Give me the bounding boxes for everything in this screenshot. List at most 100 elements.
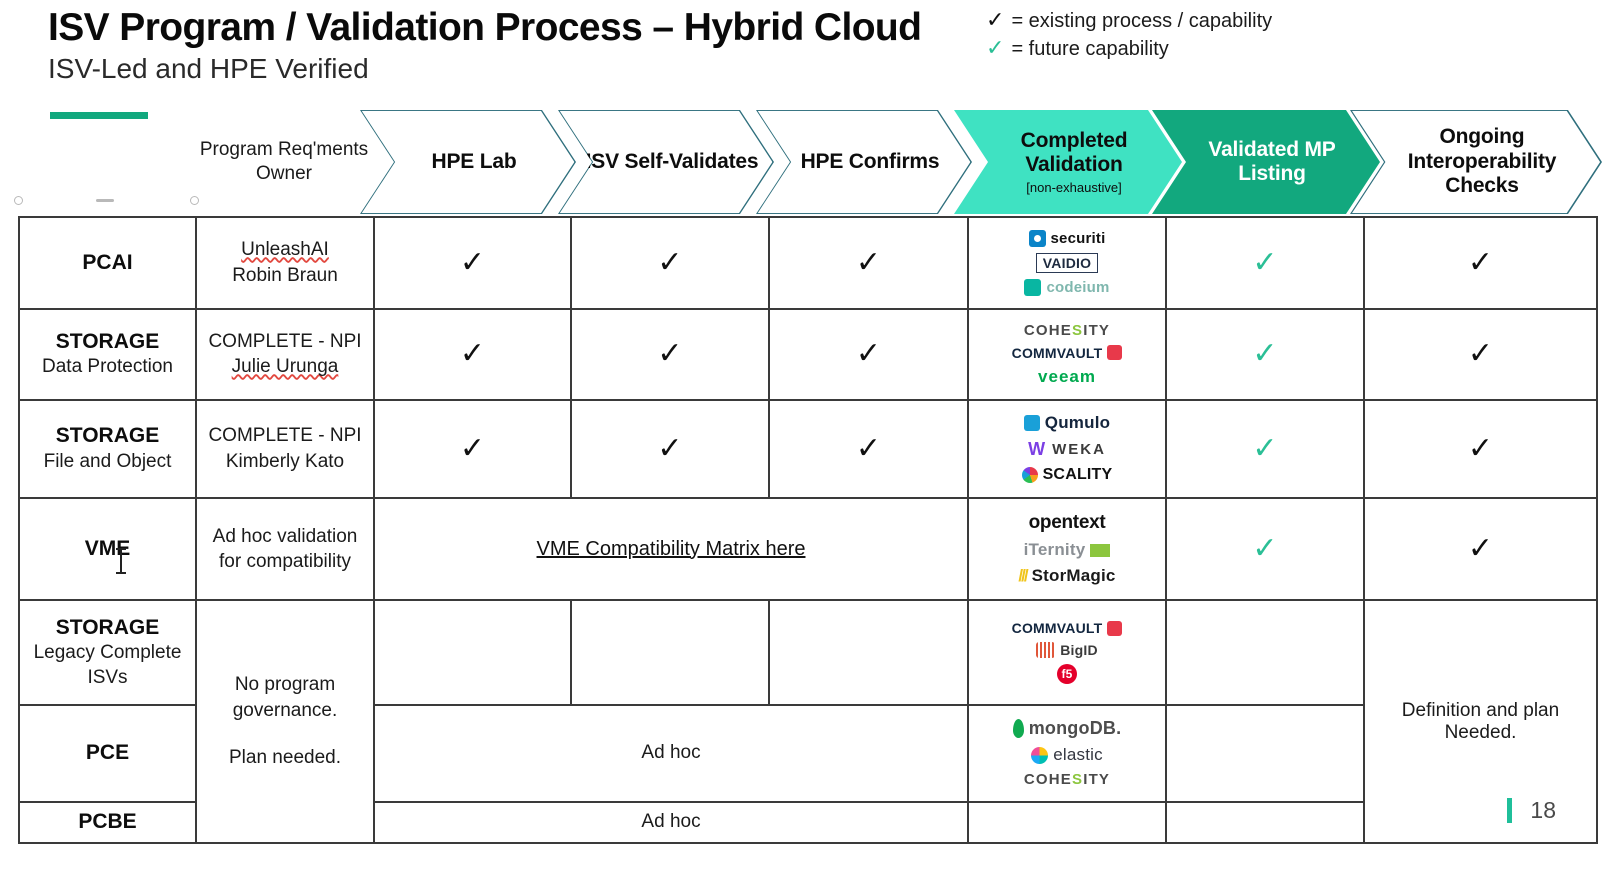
legend-row-existing: ✓ = existing process / capability — [986, 8, 1272, 36]
legend-row-future: ✓ = future capability — [986, 36, 1272, 64]
check-existing-icon: ✓ — [657, 431, 683, 465]
ad-hoc-label: Ad hoc — [641, 811, 701, 833]
chevron-hpe-lab[interactable]: HPE Lab — [360, 110, 576, 214]
logo-iternity: iTernity — [1024, 540, 1111, 560]
check-existing-icon: ✓ — [855, 431, 882, 465]
cell-ongoing[interactable]: ✓ — [1363, 308, 1598, 401]
logo-stack: COMMVAULT BigID f5 — [973, 620, 1161, 685]
commvault-icon — [1107, 620, 1123, 636]
chevron-label: Ongoing Interoperability Checks — [1407, 125, 1557, 198]
cell-ongoing-definition-needed[interactable]: Definition and plan Needed. — [1363, 599, 1598, 844]
check-existing-icon: ✓ — [459, 337, 486, 371]
cell-hpe-lab[interactable]: ✓ — [373, 216, 572, 310]
chevron-fill — [362, 111, 575, 213]
chevron-label: HPE Lab — [431, 149, 517, 173]
cell-validated-mp[interactable] — [1165, 800, 1365, 845]
cell-validated-mp[interactable]: ✓ — [1165, 398, 1365, 500]
page-title: ISV Program / Validation Process – Hybri… — [48, 6, 922, 49]
definition-line-1: Definition and plan — [1401, 699, 1560, 721]
cell-hpe-lab[interactable]: ✓ — [373, 308, 572, 401]
row-category-storage-data-protection: STORAGE Data Protection — [18, 308, 197, 401]
ad-hoc-label: Ad hoc — [641, 742, 701, 764]
check-existing-icon: ✓ — [657, 246, 683, 279]
category-name: PCBE — [78, 810, 137, 834]
cell-hpe-lab[interactable] — [373, 599, 572, 706]
cell-isv-self[interactable]: ✓ — [570, 398, 770, 500]
category-name: STORAGE — [55, 424, 160, 448]
logo-scality: SCALITY — [1021, 466, 1113, 484]
cell-isv-self[interactable]: ✓ — [570, 308, 770, 401]
cell-ad-hoc-pcbe[interactable]: Ad hoc — [373, 800, 969, 845]
logo-stack: opentext iTernity ///StorMagic — [973, 512, 1161, 586]
chevron-isv-self-validates[interactable]: ISV Self-Validates — [558, 110, 774, 214]
cell-isv-self[interactable]: ✓ — [570, 216, 770, 310]
chevron-ongoing-interoperability-checks[interactable]: Ongoing Interoperability Checks — [1350, 110, 1602, 214]
cell-ongoing[interactable]: ✓ — [1363, 216, 1598, 310]
check-existing-icon: ✓ — [1467, 246, 1494, 279]
category-name: STORAGE — [55, 615, 160, 639]
table-row: PCBE Ad hoc — [18, 800, 1597, 845]
cell-hpe-confirms[interactable] — [768, 599, 969, 706]
cell-hpe-confirms[interactable]: ✓ — [768, 308, 969, 401]
cell-hpe-confirms[interactable]: ✓ — [768, 398, 969, 500]
check-existing-icon: ✓ — [657, 337, 683, 371]
check-existing-icon: ✓ — [1467, 337, 1494, 371]
chevron-label: ISV Self-Validates — [585, 149, 759, 173]
cell-validated-mp[interactable]: ✓ — [1165, 308, 1365, 401]
chevron-content: Validated MP Listing — [1152, 110, 1380, 214]
logo-commvault: COMMVAULT — [1012, 620, 1123, 636]
row-category-storage-legacy: STORAGE Legacy Complete ISVs — [18, 599, 197, 706]
table-row: PCAI UnleashAI Robin Braun ✓ ✓ ✓ securit… — [18, 216, 1598, 310]
iternity-icon — [1090, 543, 1111, 557]
owner-line-1: UnleashAI — [241, 239, 329, 261]
chevron-hpe-confirms[interactable]: HPE Confirms — [756, 110, 972, 214]
cell-completed-validation[interactable] — [967, 800, 1167, 845]
cell-isv-self[interactable] — [570, 599, 770, 706]
row-owner-storage-data-protection: COMPLETE - NPI Julie Urunga — [195, 308, 375, 401]
chevron-completed-validation[interactable]: Completed Validation [non-exhaustive] — [954, 110, 1182, 214]
check-future-icon: ✓ — [1252, 532, 1278, 566]
selection-handle-bottom[interactable] — [96, 199, 114, 202]
page-subtitle: ISV-Led and HPE Verified — [48, 52, 369, 84]
cell-validated-mp[interactable] — [1165, 599, 1365, 706]
chevron-fill — [560, 111, 773, 213]
cell-validated-mp[interactable] — [1165, 703, 1365, 803]
selection-handle-right[interactable] — [190, 196, 199, 205]
f5-icon: f5 — [1057, 664, 1077, 685]
vme-compatibility-matrix-link[interactable]: VME Compatibility Matrix here — [536, 537, 806, 560]
table-row: PCE Ad hoc mongoDB. elastic COHESITY — [18, 703, 1597, 803]
logo-elastic: elastic — [1031, 745, 1103, 765]
cell-ongoing[interactable]: ✓ — [1363, 398, 1598, 500]
cell-completed-validation[interactable]: COHESITY COMMVAULT veeam — [967, 308, 1167, 401]
cell-vme-compatibility-link[interactable]: VME Compatibility Matrix here — [373, 497, 969, 602]
spacer — [201, 723, 369, 745]
check-existing-icon: ✓ — [855, 337, 882, 371]
cell-ongoing[interactable]: ✓ — [1363, 497, 1598, 602]
cell-completed-validation[interactable]: securiti VAIDIO codeium — [967, 216, 1167, 310]
row-owner-vme: Ad hoc validation for compatibility — [195, 497, 375, 602]
check-future-icon: ✓ — [1252, 431, 1278, 465]
cell-completed-validation[interactable]: COMMVAULT BigID f5 — [967, 599, 1167, 706]
selection-handle-left[interactable] — [14, 196, 23, 205]
cell-hpe-confirms[interactable]: ✓ — [768, 216, 969, 310]
legend-label-existing: = existing process / capability — [1011, 10, 1273, 32]
cell-validated-mp[interactable]: ✓ — [1165, 497, 1365, 602]
owner-line-2: Julie Urunga — [231, 356, 339, 378]
chevron-label: Completed Validation — [1020, 128, 1128, 176]
logo-vaidio: VAIDIO — [1035, 253, 1099, 273]
chevron-validated-mp-listing[interactable]: Validated MP Listing — [1152, 110, 1380, 214]
cell-hpe-lab[interactable]: ✓ — [373, 398, 572, 500]
governance-line-1: No program — [234, 674, 336, 696]
cell-completed-validation[interactable]: opentext iTernity ///StorMagic — [967, 497, 1167, 602]
logo-veeam: veeam — [1038, 366, 1096, 386]
accent-bar — [50, 112, 148, 119]
cell-ad-hoc-pce[interactable]: Ad hoc — [373, 703, 969, 803]
chevron-content: HPE Confirms — [756, 110, 972, 214]
weka-icon: W — [1028, 439, 1048, 460]
cell-validated-mp[interactable]: ✓ — [1165, 216, 1365, 310]
row-owner-storage-file-object: COMPLETE - NPI Kimberly Kato — [195, 398, 375, 500]
page-number: 18 — [1530, 797, 1556, 823]
cell-completed-validation[interactable]: mongoDB. elastic COHESITY — [967, 703, 1167, 803]
